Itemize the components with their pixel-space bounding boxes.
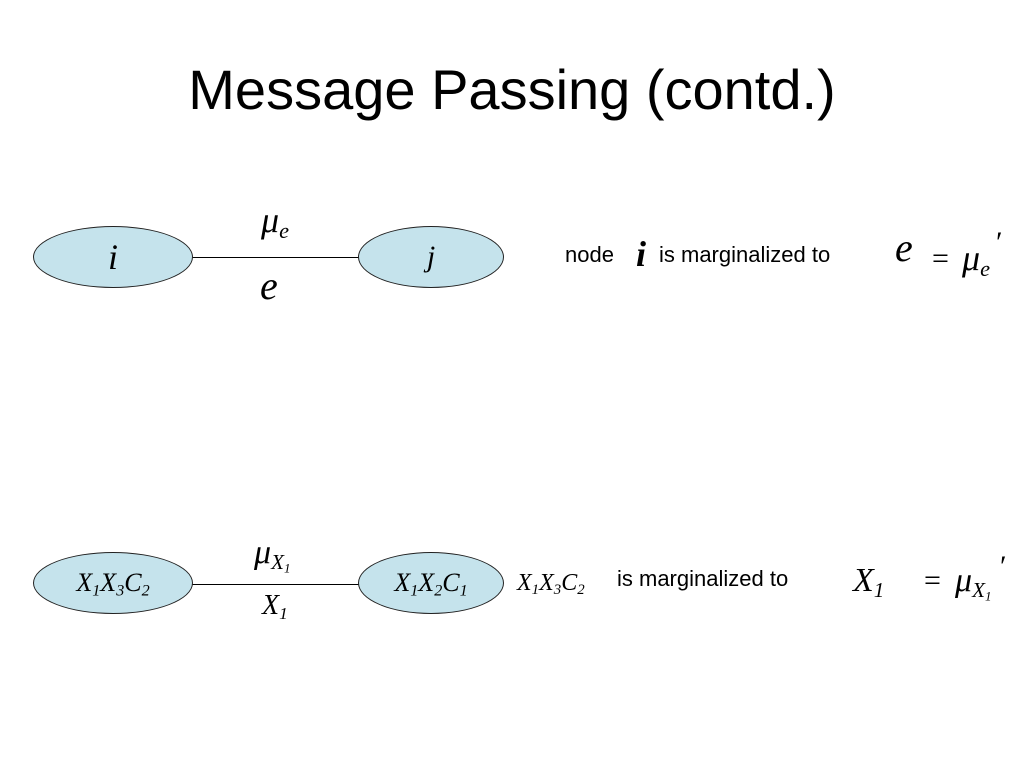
statement-node: i bbox=[636, 234, 647, 274]
statement-rhs: μX1 bbox=[955, 562, 992, 604]
statement-rhs: μe bbox=[962, 238, 990, 282]
message-label: μe bbox=[261, 200, 289, 244]
node-i-label: i bbox=[107, 237, 118, 277]
edge-line bbox=[192, 257, 359, 258]
edge-label: e bbox=[260, 263, 278, 308]
node-x1x2c1: X1X2C1 bbox=[358, 552, 504, 614]
statement-target: X1 bbox=[853, 562, 885, 602]
statement-equals: = bbox=[924, 564, 941, 597]
node-j: j bbox=[358, 226, 504, 288]
statement-target: e bbox=[895, 225, 913, 270]
statement-prefix: node bbox=[565, 242, 614, 267]
edge-line bbox=[192, 584, 359, 585]
statement-rhs-prime: ′ bbox=[996, 226, 1003, 259]
statement-equals: = bbox=[932, 242, 949, 275]
statement-rhs-prime: ′ bbox=[1000, 550, 1007, 583]
message-label: μX1 bbox=[254, 534, 291, 576]
statement-middle: is marginalized to bbox=[617, 566, 789, 591]
node-x1x3c2-label: X1X3C2 bbox=[76, 568, 150, 600]
statement-lhs: X1X3C2 bbox=[517, 570, 585, 599]
node-x1x3c2: X1X3C2 bbox=[33, 552, 193, 614]
node-x1x2c1-label: X1X2C1 bbox=[394, 568, 468, 600]
slide-title: Message Passing (contd.) bbox=[188, 58, 836, 121]
node-j-label: j bbox=[426, 240, 436, 273]
statement-middle: is marginalized to bbox=[659, 242, 831, 267]
node-i: i bbox=[33, 226, 193, 288]
edge-label: X1 bbox=[262, 590, 288, 623]
